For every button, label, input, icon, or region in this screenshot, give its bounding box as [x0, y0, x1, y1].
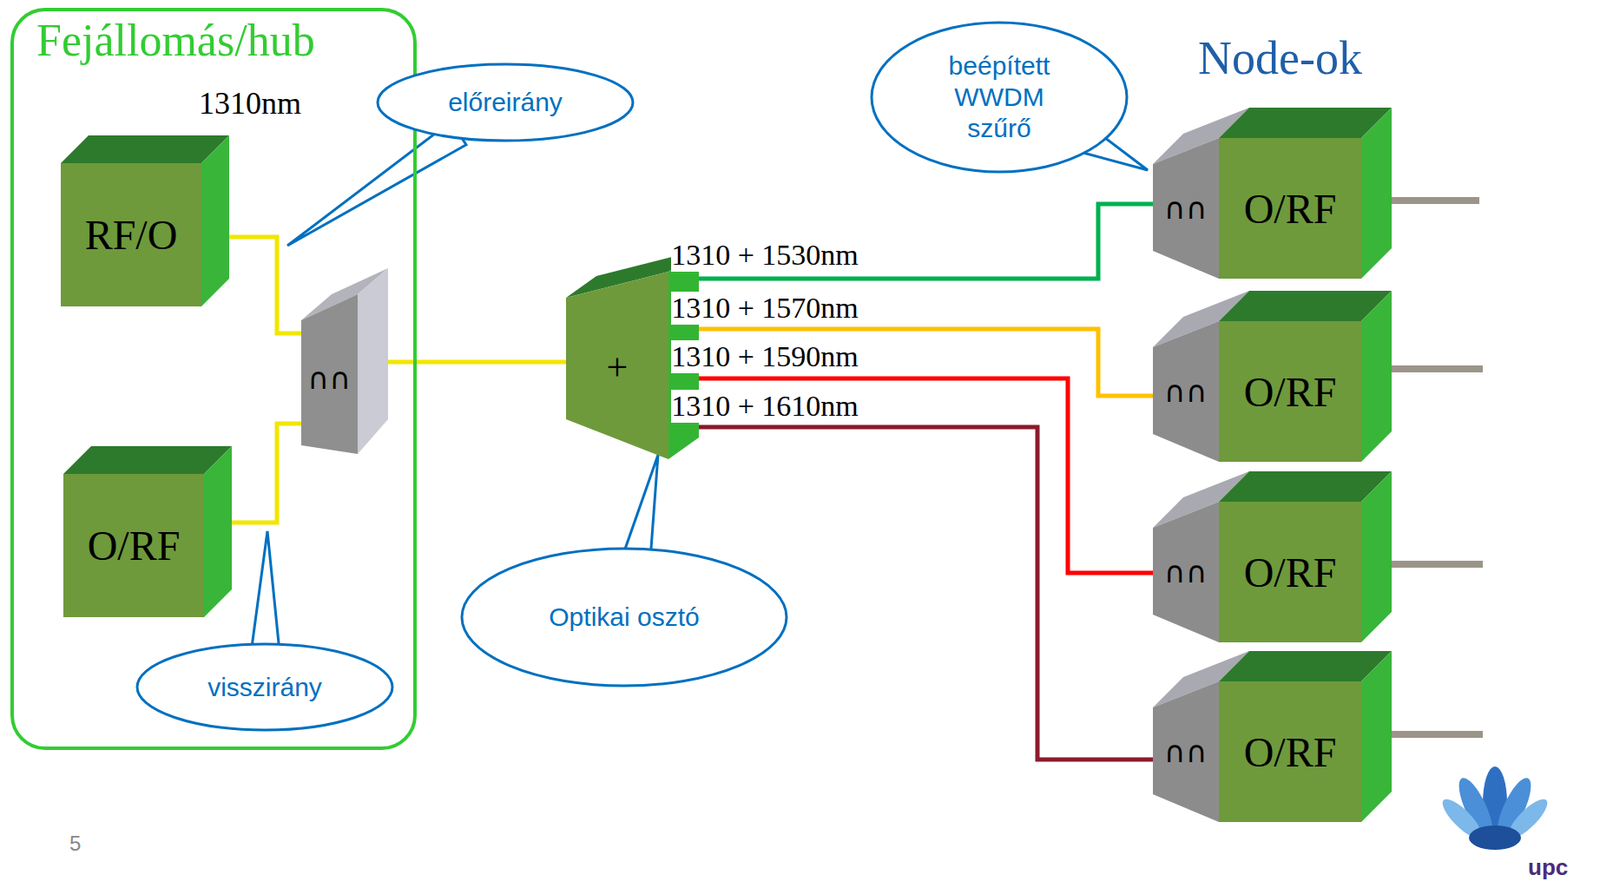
filter-front-face [301, 294, 358, 455]
node-text: Optikai osztó [548, 601, 699, 633]
optical-node: ∩∩O/RF [1152, 138, 1392, 279]
node-text: + [606, 345, 629, 390]
filter-symbol: ∩∩ [1152, 374, 1219, 409]
node-text: O/RF [1218, 184, 1362, 233]
filter-front-face [1152, 321, 1219, 462]
box-front-face [1218, 501, 1362, 643]
box-front-face [60, 163, 202, 307]
optical-node: ∩∩O/RF [1152, 681, 1392, 823]
box-side-face [1361, 290, 1392, 462]
callout-ellipse [377, 64, 633, 141]
node-text: O/RF [1218, 368, 1362, 416]
node-text: beépített WWDM szűrő [921, 50, 1078, 145]
callout-tail [251, 531, 280, 650]
wavelength-label: 1310 + 1610nm [671, 389, 859, 422]
box-front-face [63, 474, 205, 618]
wavelength-label: 1310 + 1530nm [671, 238, 859, 271]
transceiver-box: O/RF [63, 474, 205, 618]
filter-front-face [1152, 681, 1219, 823]
coax-stub [1391, 197, 1480, 205]
node-text: O/RF [1218, 548, 1362, 597]
node-text: visszirány [207, 671, 323, 704]
box-top-face [1218, 471, 1392, 502]
node-text: O/RF [1218, 728, 1362, 777]
optical-node: ∩∩O/RF [1152, 501, 1392, 643]
upc-logo-flower [1437, 766, 1554, 850]
callout-ellipse [461, 548, 787, 686]
filter-symbol: ∩∩ [1152, 554, 1219, 590]
coax-stub [1391, 365, 1483, 373]
node-text: Fejállomás/hub [36, 14, 316, 66]
callout-ellipse [871, 22, 1127, 172]
box-top-face [60, 135, 230, 164]
filter-front-face [1152, 501, 1219, 643]
box-side-face [201, 135, 230, 307]
page-number: 5 [69, 831, 81, 856]
filter-side-face [357, 268, 389, 455]
box-front-face [1218, 321, 1362, 462]
optical-node: ∩∩O/RF [1152, 321, 1392, 462]
wdm-filter: ∩∩ [301, 285, 389, 455]
logo-base [1468, 825, 1521, 850]
logo-text: upc [1527, 854, 1568, 882]
node-text: ∩∩ [308, 361, 352, 396]
filter-front-face [1152, 138, 1219, 279]
box-top-face [1218, 290, 1392, 322]
box-front-face [1218, 681, 1362, 823]
box-top-face [1218, 651, 1392, 682]
box-front-face [1218, 138, 1362, 279]
coax-stub [1391, 730, 1483, 738]
box-side-face [1361, 107, 1392, 279]
filter-symbol: ∩∩ [1152, 190, 1219, 226]
box-top-face [1218, 107, 1392, 139]
node-text: előreirány [447, 86, 563, 119]
node-text: RF/O [85, 210, 178, 259]
filter-symbol: ∩∩ [1152, 734, 1219, 770]
callout-ellipse [137, 644, 393, 731]
box-side-face [1361, 651, 1392, 823]
coax-stub [1391, 560, 1483, 568]
wavelength-label: 1310 + 1570nm [671, 291, 859, 324]
box-top-face [63, 446, 232, 475]
callout-bubble: beépített WWDM szűrő [869, 20, 1129, 174]
box-side-face [204, 446, 232, 618]
wavelength-label: 1310 + 1590nm [671, 340, 859, 373]
node-text: O/RF [87, 521, 181, 570]
callout-bubble: Optikai osztó [460, 546, 789, 688]
transceiver-box: RF/O [60, 163, 202, 307]
coax-stubs [1391, 200, 1483, 735]
callout-bubble: előreirány [375, 62, 635, 143]
wavelength-label: 1310nm [198, 85, 302, 122]
callout-bubble: visszirány [135, 642, 395, 732]
callout-tail [287, 121, 467, 246]
splitter-front-face [566, 271, 669, 460]
box-side-face [1361, 471, 1392, 643]
group-title: Node-ok [1198, 31, 1363, 86]
callout-tail [623, 454, 659, 561]
